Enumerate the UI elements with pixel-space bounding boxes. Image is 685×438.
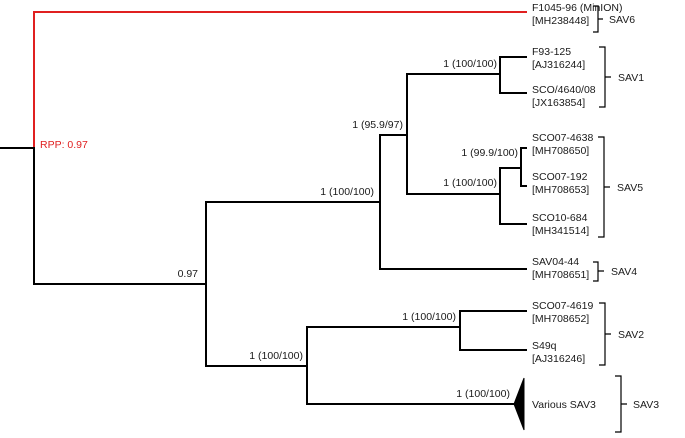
leaf-accession: [MH708653] (532, 184, 589, 196)
leaf-name: SCO07-4638 (532, 132, 593, 144)
leaf-accession: [MH238448] (532, 15, 589, 27)
leaf-accession: [AJ316246] (532, 353, 585, 365)
node-label-sav-main: 1 (100/100) (320, 186, 374, 198)
group-label-sav6: SAV6 (609, 14, 635, 26)
leaf-name: F93-125 (532, 46, 571, 58)
node-label-sav1: 1 (100/100) (443, 58, 497, 70)
leaf-name: SCO07-192 (532, 171, 588, 183)
group-label-sav4: SAV4 (611, 266, 637, 278)
sav3-collapsed-triangle (513, 377, 525, 431)
leaf-name: Various SAV3 (532, 399, 596, 411)
leaf-name: SCO/4640/08 (532, 84, 596, 96)
leaf-name: SCO10-684 (532, 212, 588, 224)
node-label-sav2: 1 (100/100) (402, 311, 456, 323)
bracket-sav4 (593, 261, 604, 282)
bracket-sav2 (599, 302, 611, 366)
node-label-sav2-sav3: 1 (100/100) (249, 350, 303, 362)
bracket-sav5 (598, 136, 610, 238)
leaf-accession: [MH341514] (532, 225, 589, 237)
leaf-name: S49q (532, 340, 557, 352)
node-label-sav1-sav5-sav4: 1 (95.9/97) (352, 119, 403, 131)
group-label-sav3: SAV3 (633, 399, 659, 411)
leaf-accession: [MH708650] (532, 145, 589, 157)
node-label-root-inner: 0.97 (178, 268, 199, 280)
bracket-sav1 (599, 46, 611, 108)
leaf-name: F1045-96 (MinION) (532, 2, 622, 14)
group-label-sav2: SAV2 (618, 329, 644, 341)
node-label-sav3: 1 (100/100) (456, 388, 510, 400)
leaf-accession: [MH708651] (532, 269, 589, 281)
leaf-name: SAV04-44 (532, 256, 579, 268)
bracket-sav6 (593, 5, 603, 33)
node-label-sav5: 1 (100/100) (443, 177, 497, 189)
leaf-accession: [MH708652] (532, 313, 589, 325)
leaf-accession: [AJ316244] (532, 59, 585, 71)
leaf-accession: [JX163854] (532, 97, 585, 109)
node-label-rpp: RPP: 0.97 (40, 139, 88, 151)
group-label-sav1: SAV1 (618, 72, 644, 84)
bracket-sav3 (615, 375, 627, 433)
node-label-sav5-sub: 1 (99.9/100) (461, 147, 518, 159)
group-label-sav5: SAV5 (617, 182, 643, 194)
leaf-name: SCO07-4619 (532, 300, 593, 312)
